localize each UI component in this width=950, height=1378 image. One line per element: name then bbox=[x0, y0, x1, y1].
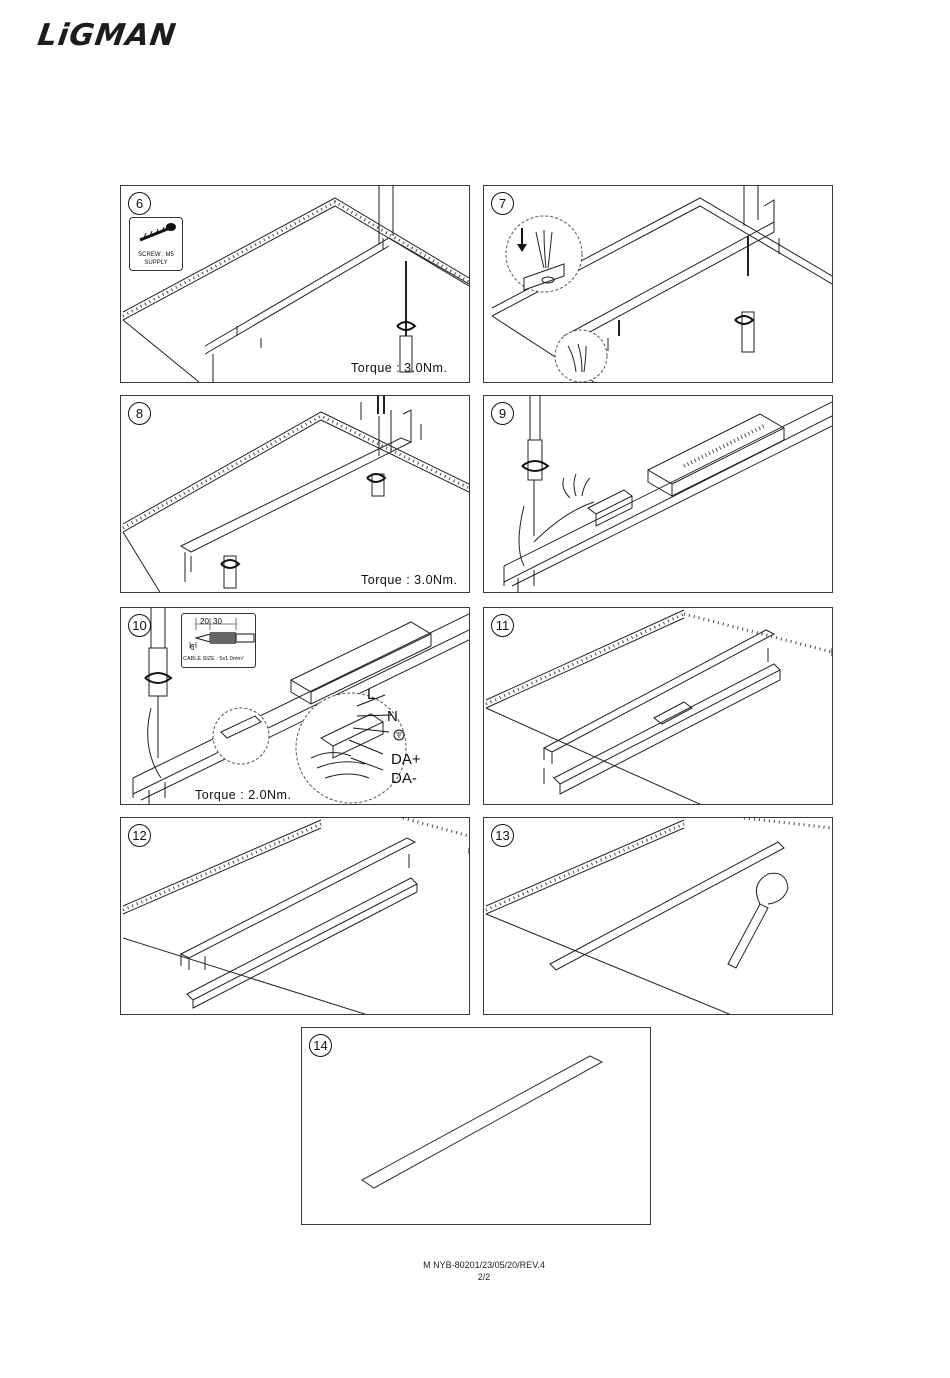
step-7-panel: 7 bbox=[483, 185, 833, 383]
wire-label-l: L bbox=[367, 686, 375, 703]
step-number: 6 bbox=[128, 192, 151, 215]
wire-label-da-minus: DA- bbox=[391, 770, 417, 787]
step-6-illustration bbox=[121, 186, 470, 383]
step-13-illustration bbox=[484, 818, 833, 1015]
strip-length-c: 6 bbox=[190, 643, 194, 652]
step-number: 8 bbox=[128, 402, 151, 425]
screw-sub-label: SUPPLY bbox=[130, 260, 182, 266]
strip-length-b: 30 bbox=[213, 617, 222, 626]
step-13-panel: 13 bbox=[483, 817, 833, 1015]
cable-strip-spec-box: 20 30 6 CABLE SIZE : 5x1.0mm² bbox=[181, 613, 256, 668]
step-9-illustration bbox=[484, 396, 833, 593]
step-number: 7 bbox=[491, 192, 514, 215]
step-9-panel: 9 bbox=[483, 395, 833, 593]
step-7-illustration bbox=[484, 186, 833, 383]
step-number: 9 bbox=[491, 402, 514, 425]
screw-label: SCREW : M5 bbox=[130, 252, 182, 258]
step-11-panel: 11 bbox=[483, 607, 833, 805]
step-number: 13 bbox=[491, 824, 514, 847]
document-code: M NYB-80201/23/05/20/REV.4 bbox=[0, 1260, 950, 1270]
screw-icon bbox=[130, 218, 182, 250]
page-number: 2/2 bbox=[0, 1272, 950, 1282]
torque-label: Torque : 3.0Nm. bbox=[361, 573, 457, 587]
step-6-panel: 6 SCREW : M5 SUPPLY Torque : 3.0Nm. bbox=[120, 185, 470, 383]
step-8-panel: 8 Torque : 3.0Nm. bbox=[120, 395, 470, 593]
strip-length-a: 20 bbox=[200, 617, 209, 626]
step-14-panel: 14 bbox=[301, 1027, 651, 1225]
step-number: 12 bbox=[128, 824, 151, 847]
step-10-panel: 10 20 30 6 CABLE SIZE : 5x1.0mm² L N DA+… bbox=[120, 607, 470, 805]
wire-label-da-plus: DA+ bbox=[391, 751, 421, 768]
cable-size-label: CABLE SIZE : 5x1.0mm² bbox=[183, 656, 244, 662]
step-12-illustration bbox=[121, 818, 470, 1015]
torque-label: Torque : 3.0Nm. bbox=[351, 361, 447, 375]
step-11-illustration bbox=[484, 608, 833, 805]
step-12-panel: 12 bbox=[120, 817, 470, 1015]
wire-label-n: N bbox=[387, 708, 398, 725]
brand-logo: LiGMAN bbox=[36, 18, 179, 53]
step-14-illustration bbox=[302, 1028, 651, 1225]
torque-label: Torque : 2.0Nm. bbox=[195, 788, 291, 802]
step-number: 14 bbox=[309, 1034, 332, 1057]
screw-spec-box: SCREW : M5 SUPPLY bbox=[129, 217, 183, 271]
step-number: 10 bbox=[128, 614, 151, 637]
step-8-illustration bbox=[121, 396, 470, 593]
step-10-illustration bbox=[121, 608, 470, 805]
step-number: 11 bbox=[491, 614, 514, 637]
